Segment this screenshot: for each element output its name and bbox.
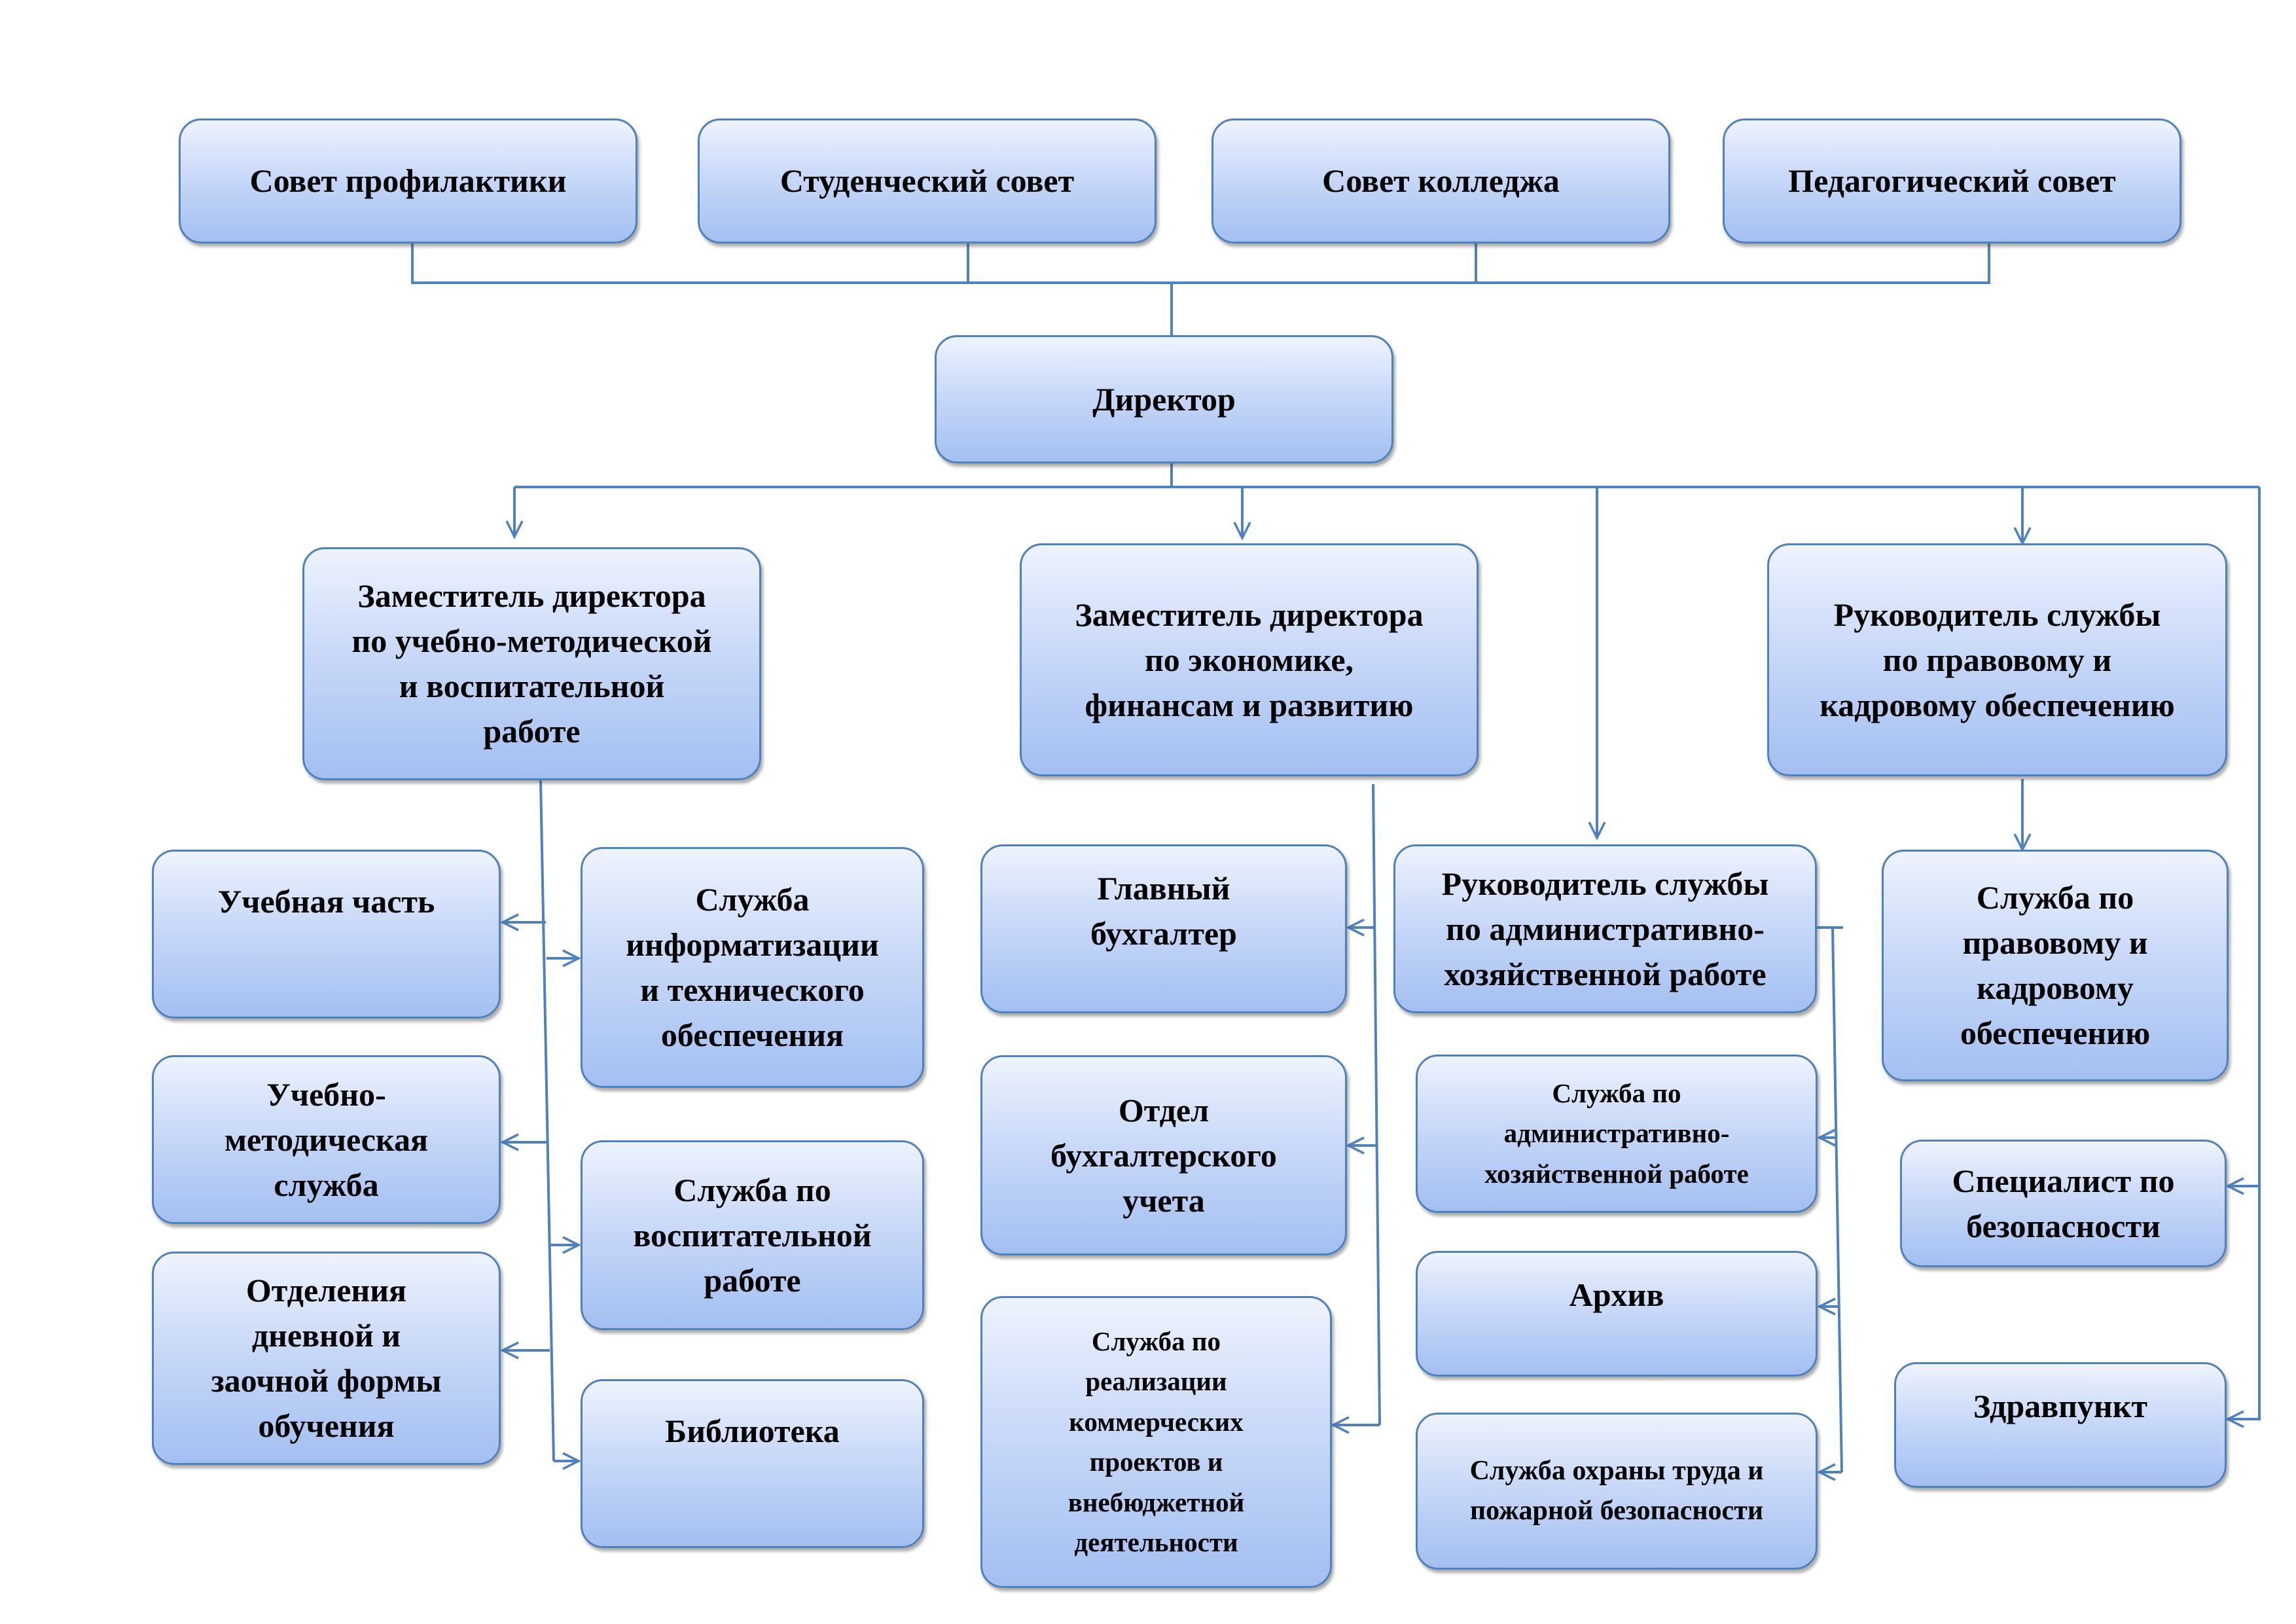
health-center-box: Здравпункт [1894, 1362, 2227, 1488]
admin-head-box: Руководитель службы по административно- … [1393, 844, 1817, 1013]
deputy-academic-box: Заместитель директора по учебно-методиче… [302, 547, 761, 780]
uchebnaya-chast-box: Учебная часть [152, 850, 501, 1019]
legal-service-box: Служба по правовому и кадровому обеспече… [1882, 850, 2229, 1081]
deputy-economics-box: Заместитель директора по экономике, фина… [1020, 543, 1479, 776]
accounting-dept-box: Отдел бухгалтерского учета [980, 1055, 1347, 1255]
admin-trunk [1831, 927, 1843, 1473]
council-box: Студенческий совет [698, 118, 1157, 244]
commercial-service-box: Служба по реализации коммерческих проект… [980, 1296, 1332, 1588]
council-bus [411, 243, 1990, 284]
inform-service-box: Служба информатизации и технического обе… [581, 847, 924, 1088]
legal-head-box: Руководитель службы по правовому и кадро… [1767, 543, 2227, 776]
economics-trunk [1372, 784, 1381, 1426]
archive-box: Архив [1416, 1251, 1818, 1377]
council-box: Совет колледжа [1211, 118, 1670, 244]
admin-service-box: Служба по административно- хозяйственной… [1416, 1055, 1818, 1213]
director-box: Директор [935, 335, 1393, 463]
safety-specialist-box: Специалист по безопасности [1900, 1140, 2227, 1267]
metod-service-box: Учебно- методическая служба [152, 1055, 501, 1224]
council-box: Педагогический совет [1723, 118, 2181, 244]
vospit-service-box: Служба по воспитательной работе [581, 1140, 924, 1330]
library-box: Библиотека [581, 1379, 924, 1548]
otdeleniya-box: Отделения дневной и заочной формы обучен… [152, 1252, 501, 1465]
labor-safety-box: Служба охраны труда и пожарной безопасно… [1416, 1413, 1818, 1570]
chief-accountant-box: Главный бухгалтер [980, 844, 1347, 1013]
council-box: Совет профилактики [179, 118, 637, 244]
academic-trunk [539, 780, 555, 1462]
